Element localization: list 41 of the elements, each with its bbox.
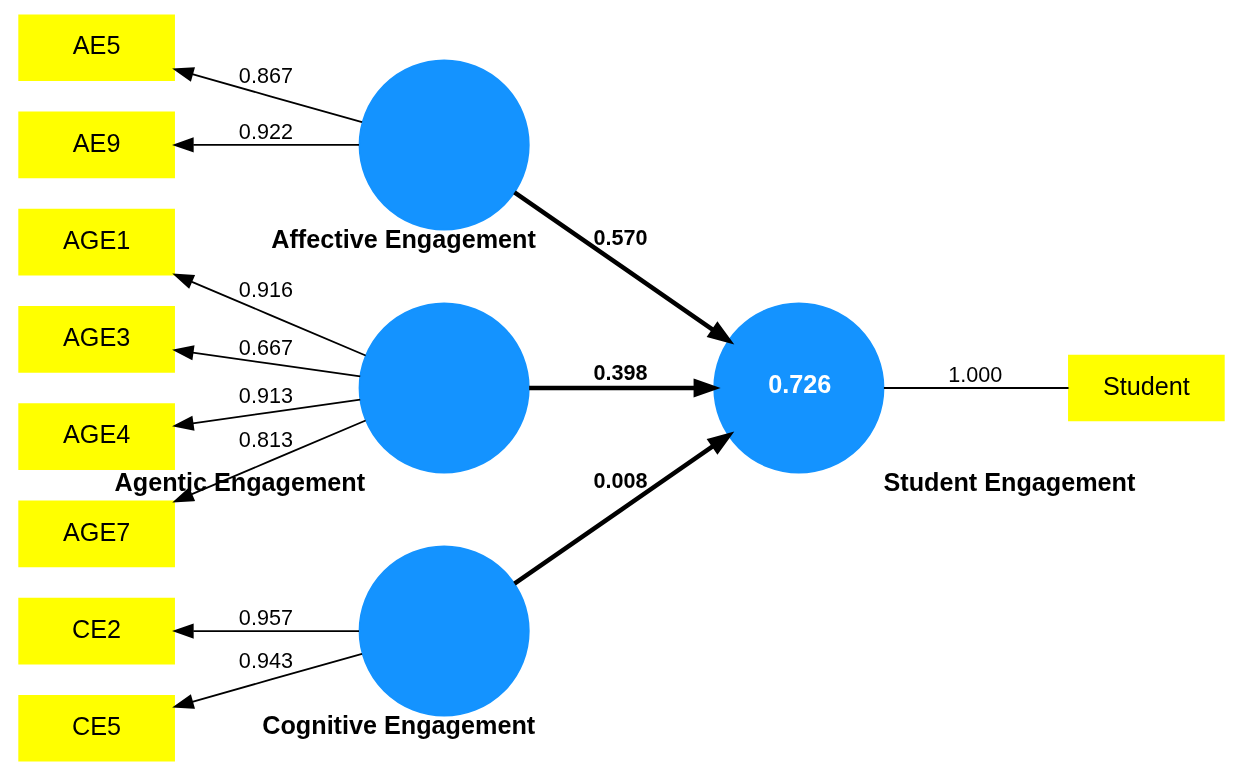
node-circle [358,59,530,231]
node-label: Agentic Engagement [114,467,366,496]
arrow [172,419,367,503]
arrow [172,652,363,709]
edge-label: 0.943 [238,648,293,674]
arrow [172,67,363,124]
edge-label: 0.667 [238,334,293,360]
arrow [172,273,367,357]
arrow [172,345,362,378]
edge-label: 0.813 [238,426,293,452]
arrow [529,378,721,398]
node-box: AGE7 [18,500,175,568]
edge-label: 0.916 [238,277,293,303]
node-label: Student Engagement [883,467,1136,496]
edge-label: 0.867 [238,62,293,88]
edge-label: 0.922 [238,118,293,144]
arrow [172,137,360,153]
arrow [172,623,360,639]
node-label: Cognitive Engagement [262,711,536,740]
arrow [172,398,362,431]
edge-label: 0.008 [593,468,648,494]
connector [883,387,1070,389]
edge-label: 0.913 [238,383,293,409]
node-circle [358,545,530,717]
node-box: AE5 [18,14,175,81]
edge-label: 0.570 [593,225,648,251]
node-box: AGE1 [18,208,175,276]
arrow [513,431,735,586]
node-box: AGE3 [18,306,175,373]
node-box: CE2 [18,597,175,665]
node-box: CE5 [18,695,175,762]
node-box: Student [1068,354,1225,422]
node-box: AE9 [18,111,175,179]
node-label: Affective Engagement [271,224,536,253]
edge-label: 0.398 [593,360,648,386]
node-circle: 0.726 [713,302,885,474]
node-circle [358,302,530,474]
edge-label: 1.000 [948,361,1003,387]
node-box: AGE4 [18,403,175,470]
edge-label: 0.957 [238,604,293,630]
arrow [513,190,735,345]
